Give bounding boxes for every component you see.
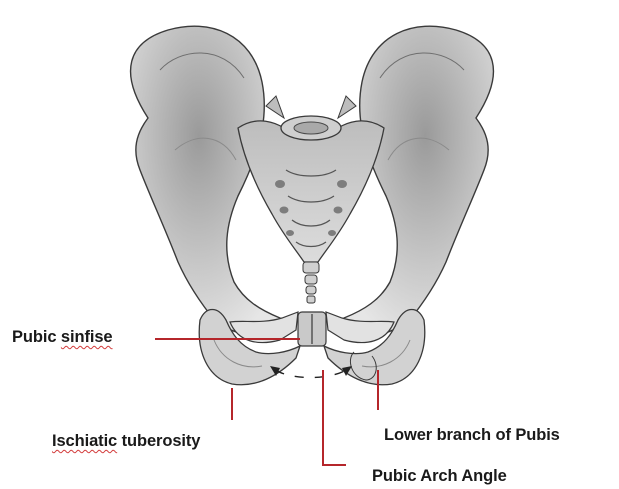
label-ischiatic-word: Ischiatic	[52, 432, 117, 450]
label-pubic-word: Pubic	[12, 328, 56, 346]
pubic-symphysis	[298, 312, 326, 346]
coccyx	[303, 262, 319, 303]
label-pubic-sinfise: Pubic sinfise	[12, 329, 113, 346]
sacrum	[238, 96, 384, 262]
leader-line-pubic-arch-angle	[323, 370, 346, 465]
label-lower-branch-of-pubis: Lower branch of Pubis	[384, 427, 560, 444]
label-pubic-arch-angle: Pubic Arch Angle	[372, 468, 507, 485]
label-tuberosity-word: tuberosity	[122, 432, 201, 450]
label-ischiatic-tuberosity: Ischiatic tuberosity	[52, 433, 200, 450]
label-sinfise-word: sinfise	[61, 328, 113, 346]
